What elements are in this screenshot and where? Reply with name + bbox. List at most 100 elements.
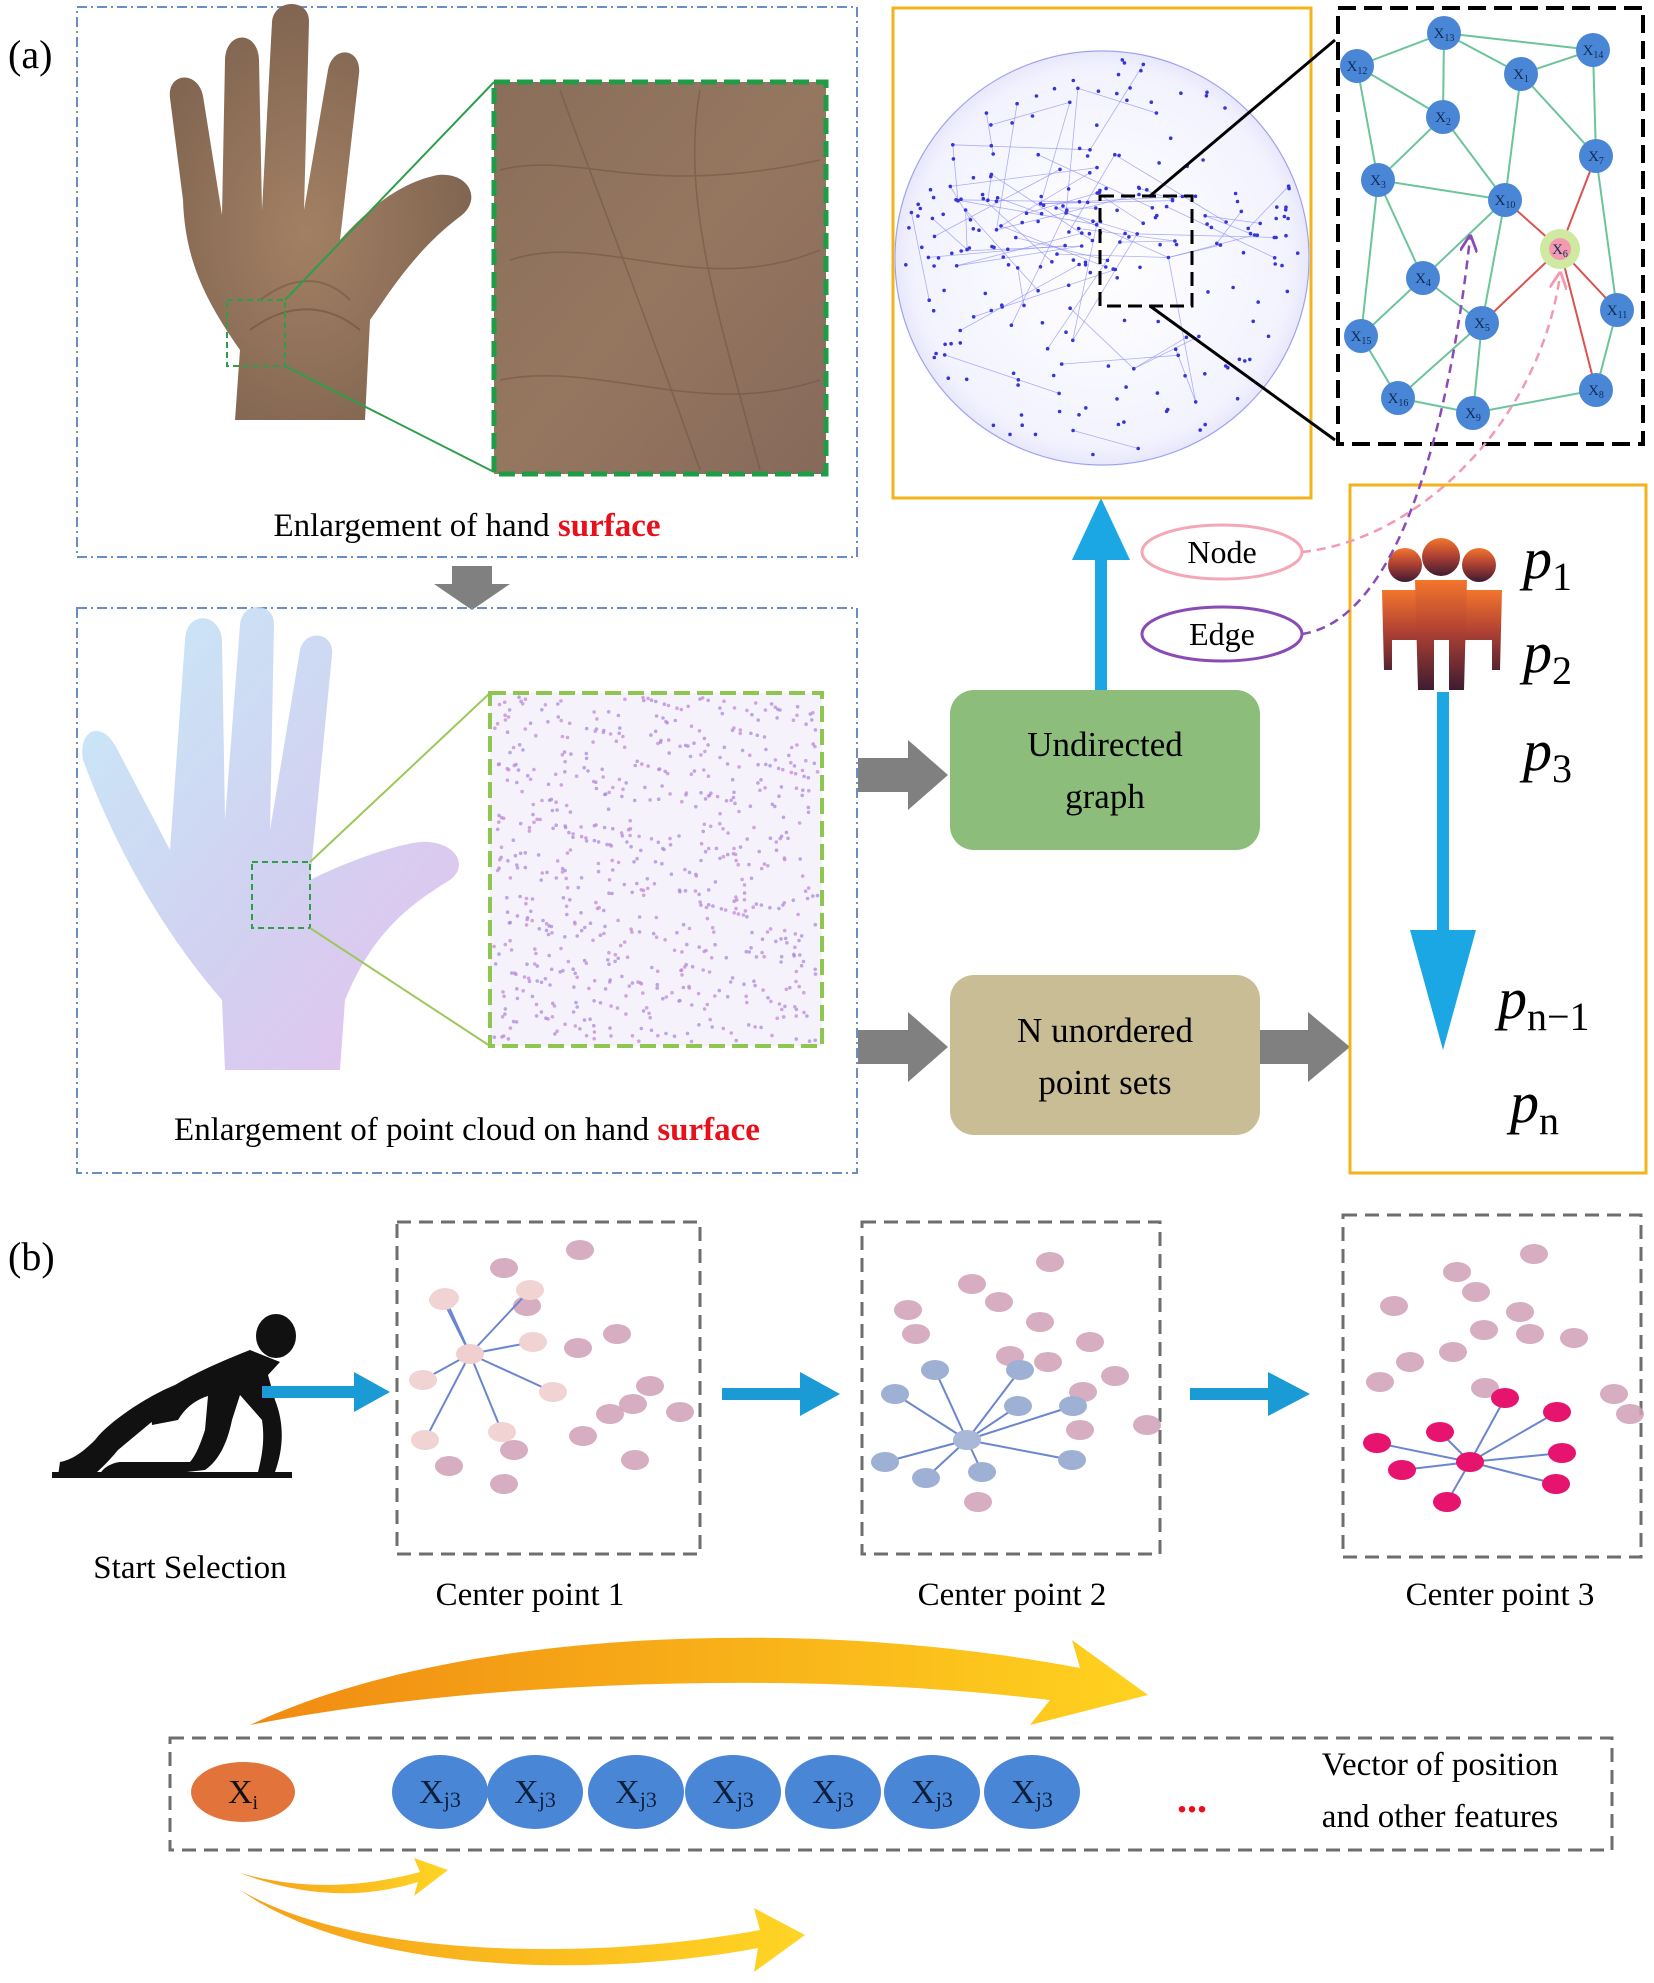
cloud-dot	[573, 1024, 578, 1028]
cloud-dot	[571, 835, 575, 840]
cloud-dot	[544, 921, 549, 926]
cloud-dot	[810, 718, 814, 722]
sphere-node	[1141, 221, 1145, 225]
point-p2: p2	[1519, 620, 1572, 693]
sphere-node	[1066, 187, 1071, 191]
cloud-dot	[520, 702, 525, 706]
cloud-dot	[520, 789, 524, 794]
cloud-dot	[639, 1026, 644, 1031]
cloud-dot	[540, 798, 544, 803]
cloud-dot	[678, 744, 682, 749]
cloud-dot	[800, 793, 804, 798]
sphere-node	[958, 341, 963, 345]
hand-zoom-region	[226, 299, 286, 367]
sphere	[894, 50, 1310, 466]
graph-edge	[1481, 199, 1506, 324]
graph-node-label: X10	[1495, 193, 1516, 211]
cloud-dot	[523, 851, 528, 855]
sphere-node	[1068, 306, 1072, 311]
cloud-dot	[782, 856, 787, 860]
down-arrow	[434, 566, 510, 610]
graph-node-X9	[1456, 396, 1490, 430]
cloud-dot	[799, 963, 804, 968]
cloud-dot	[756, 781, 760, 785]
cloud-dot	[531, 802, 536, 807]
cloud-dot	[630, 1034, 635, 1038]
cloud-dot	[663, 769, 667, 774]
sphere-node	[926, 255, 931, 260]
sphere-edge	[911, 212, 930, 301]
sphere-edge	[1065, 212, 1138, 235]
sphere-node	[958, 328, 962, 333]
cloud-dot	[718, 811, 722, 816]
sphere-node	[1174, 242, 1179, 247]
neighbor-point	[409, 1370, 437, 1390]
sphere-node	[1251, 319, 1255, 324]
cloud-dot	[744, 949, 749, 954]
cloud-dot	[654, 699, 658, 704]
sphere-edge	[996, 103, 1018, 230]
cloud-dot	[616, 956, 620, 961]
sphere-node	[1010, 121, 1014, 125]
center-1-label: Center point 1	[436, 1577, 625, 1613]
cloud-dot	[616, 918, 620, 923]
cloud-dot	[802, 990, 806, 995]
people-icon	[1382, 538, 1502, 690]
background-point	[1026, 1312, 1054, 1332]
cloud-dot	[563, 935, 567, 939]
background-point	[1396, 1352, 1424, 1372]
cloud-dot	[673, 718, 678, 723]
cloud-dot	[683, 889, 688, 893]
sphere-node	[1071, 78, 1076, 83]
sphere-node	[1071, 428, 1075, 433]
sphere-node	[918, 206, 923, 211]
vector-item-label: Xj3	[911, 1774, 953, 1812]
sphere-node	[951, 157, 956, 161]
cloud-dot	[801, 788, 805, 792]
neighbor-link	[424, 1353, 471, 1441]
sphere-node	[1057, 409, 1062, 414]
undirected-graph-line1: Undirected	[1027, 725, 1183, 764]
cloud-dot	[677, 999, 681, 1003]
cloud-dot	[715, 794, 720, 799]
sphere-node	[1065, 208, 1069, 212]
cloud-dot	[694, 874, 699, 878]
cloud-dot	[654, 714, 659, 718]
cloud-dot	[547, 924, 551, 928]
cloud-dot	[787, 753, 791, 758]
sphere-node	[1088, 171, 1092, 175]
cloud-dot	[554, 876, 559, 880]
sphere-node	[1275, 205, 1279, 209]
sphere-node	[1248, 231, 1253, 236]
cloud-dot	[541, 918, 545, 923]
panel-b-label: (b)	[8, 1234, 55, 1279]
cloud-dot	[702, 949, 706, 954]
cloud-dot	[591, 779, 596, 784]
cloud-dot	[508, 1026, 513, 1030]
cloud-dot	[703, 797, 708, 801]
cloud-dot	[734, 906, 738, 911]
sphere-node	[1203, 214, 1207, 218]
graph-node-label: X7	[1588, 149, 1604, 167]
sphere-node	[1280, 263, 1284, 268]
cloud-dot	[764, 747, 768, 752]
cloud-dot	[687, 870, 692, 875]
cloud-dot	[514, 1020, 519, 1024]
background-point	[1439, 1342, 1467, 1362]
sphere-edge	[965, 209, 1039, 291]
neighbor-point	[1426, 1422, 1454, 1442]
cloud-dot	[666, 703, 671, 708]
cloud-dot	[572, 920, 577, 925]
cloud-dot	[507, 708, 512, 712]
cloud-dot	[624, 994, 628, 998]
cloud-dot	[742, 898, 747, 902]
point-sets-box	[950, 975, 1260, 1135]
sphere-node	[1170, 197, 1175, 202]
cloud-dot	[584, 1033, 589, 1038]
cloud-dot	[610, 858, 614, 863]
cloud-dot	[592, 1023, 596, 1028]
cloud-dot	[559, 783, 564, 787]
cloud-dot	[628, 818, 632, 823]
cloud-dot	[744, 994, 748, 999]
cloud-dot	[602, 931, 606, 936]
